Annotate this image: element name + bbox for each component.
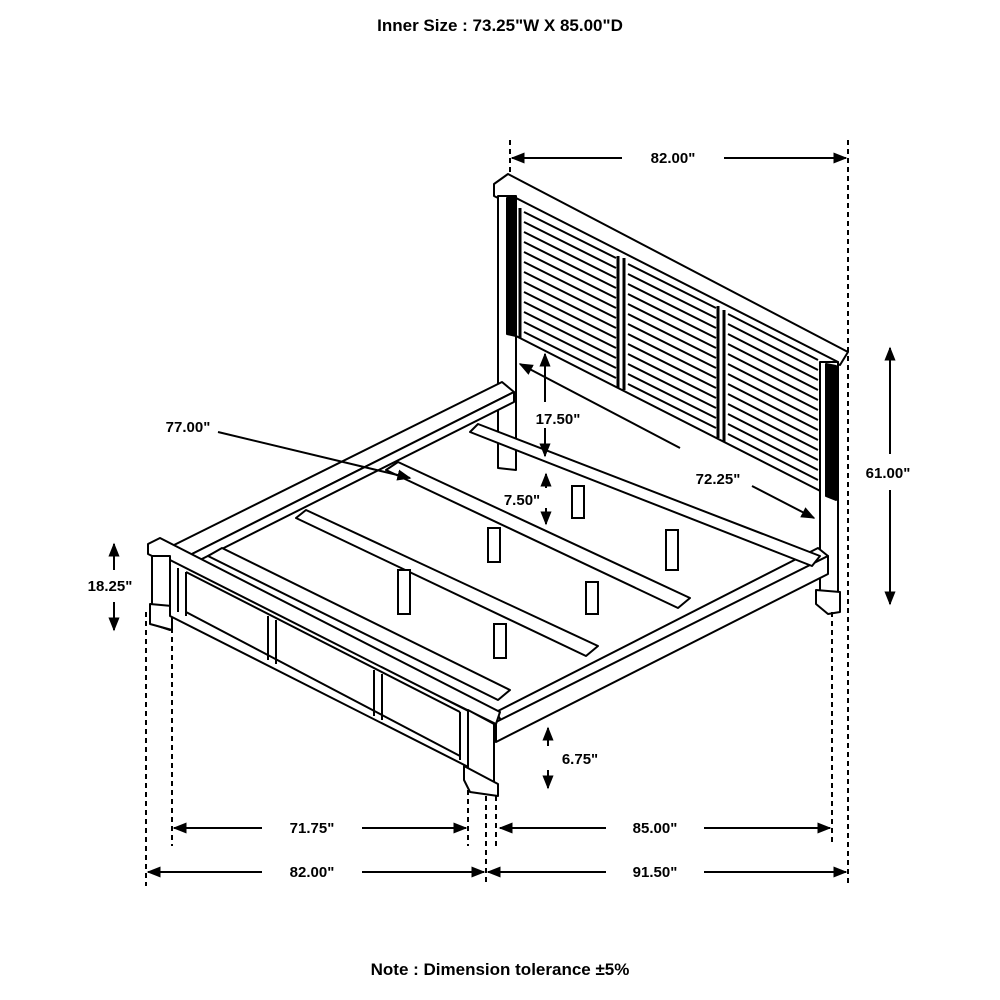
slats <box>207 423 821 701</box>
headboard-crown <box>493 173 849 366</box>
tolerance-note: Note : Dimension tolerance ±5% <box>370 960 630 979</box>
label-footboard-height: 18.25" <box>88 578 133 595</box>
footboard-panels <box>177 568 461 760</box>
extension-lines <box>145 140 849 886</box>
label-overall-depth: 91.50" <box>633 864 678 881</box>
slat-legs <box>397 485 679 659</box>
side-rails <box>167 381 829 743</box>
inner-size-title: Inner Size : 73.25"W X 85.00"D <box>377 16 623 35</box>
label-headboard-width: 82.00" <box>651 150 696 167</box>
label-overall-width: 82.00" <box>290 864 335 881</box>
dimension-labels: 82.00" 61.00" 17.50" 72.25" 77.00" 7.50"… <box>88 150 911 881</box>
label-side-rail-length: 77.00" <box>166 419 211 436</box>
slat-2 <box>385 461 691 609</box>
label-rail-clearance: 6.75" <box>562 751 598 768</box>
label-overall-height: 61.00" <box>866 465 911 482</box>
dimension-lines <box>108 152 896 878</box>
slat-1 <box>469 423 821 567</box>
label-headboard-panel-height: 17.50" <box>536 411 581 428</box>
label-rail-length: 72.25" <box>696 471 741 488</box>
label-inner-depth: 85.00" <box>633 820 678 837</box>
label-inner-width: 71.75" <box>290 820 335 837</box>
label-slat-height: 7.50" <box>504 492 540 509</box>
slat-4 <box>207 547 511 701</box>
headboard-louvers <box>518 208 819 481</box>
footboard <box>147 537 501 797</box>
slat-3 <box>295 509 599 657</box>
